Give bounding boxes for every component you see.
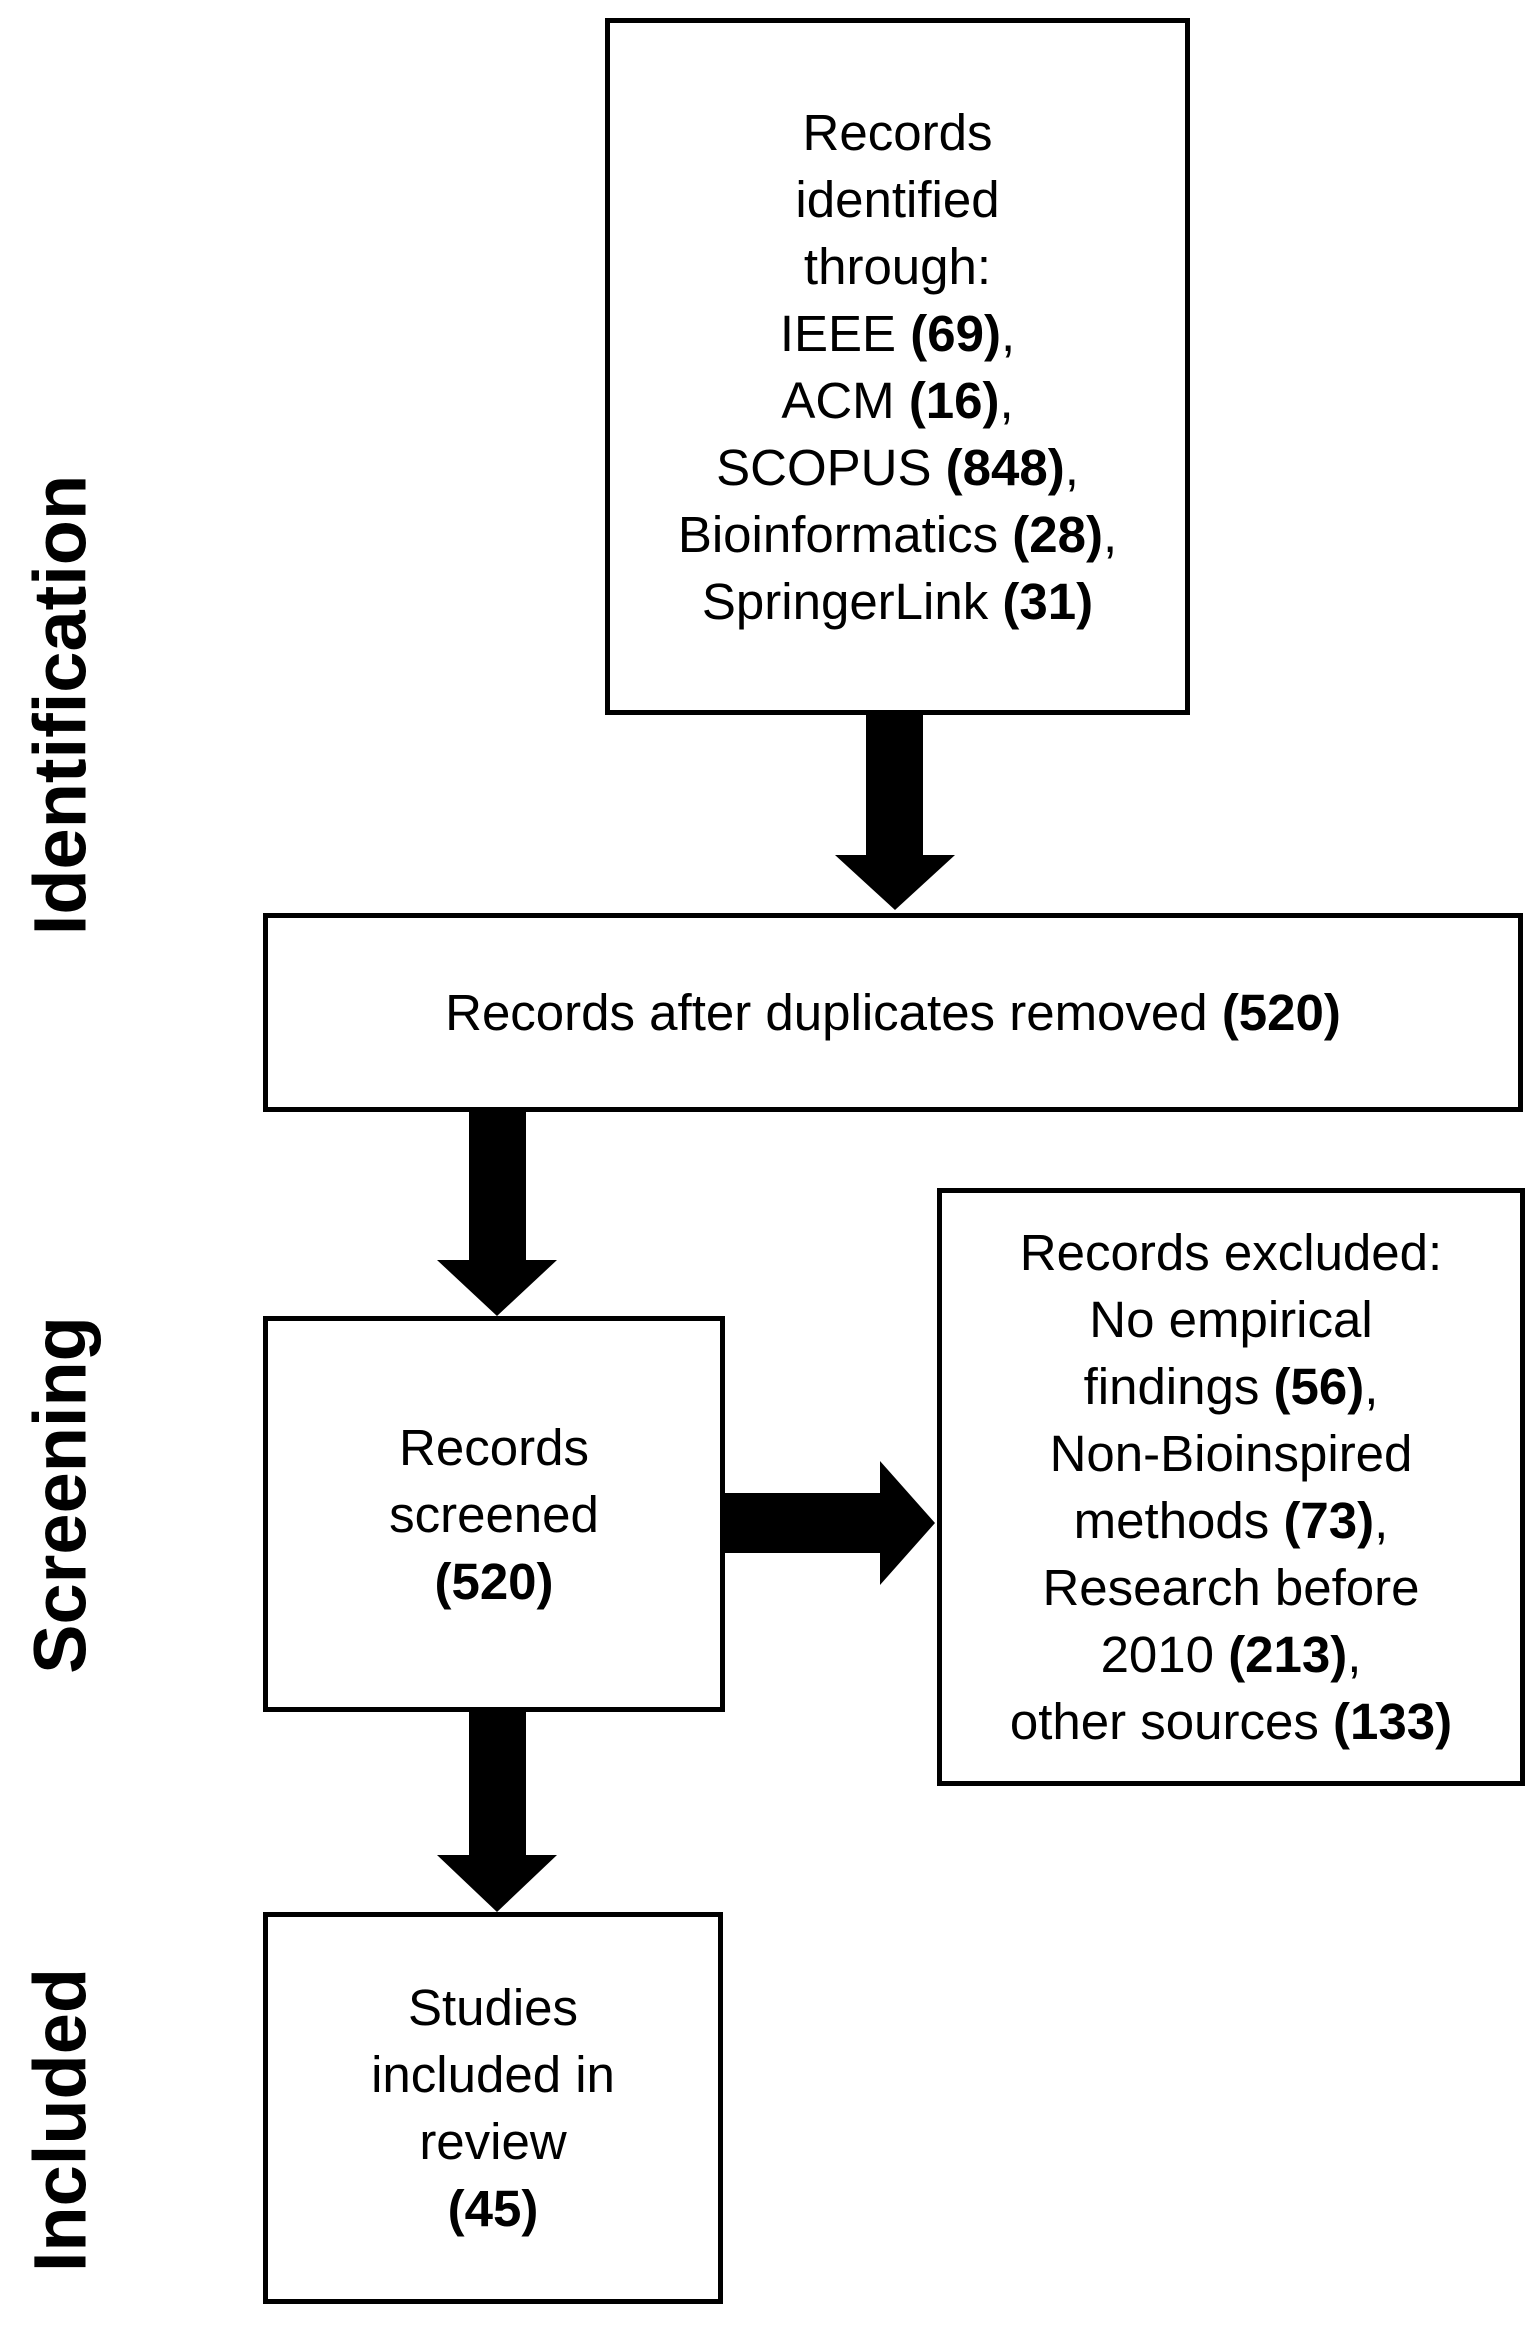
identified-line: through:: [803, 237, 992, 295]
identified-line-ieee: IEEE (69),: [779, 304, 1016, 362]
arrow-right-excluded: [725, 1461, 935, 1585]
included-count: (45): [447, 2180, 539, 2237]
excluded-records-box: Records excluded: No empirical findings …: [937, 1188, 1525, 1786]
screened-line: screened: [389, 1485, 599, 1543]
included-line: Studies: [407, 1979, 579, 2036]
arrow-down-deduplicated: [437, 1112, 557, 1316]
excluded-line: Research before: [1042, 1559, 1420, 1616]
arrow-down-identification: [835, 715, 955, 910]
included-studies-box: Studies included in review (45): [263, 1912, 723, 2304]
identified-line-acm: ACM (16),: [781, 371, 1014, 429]
identified-line-scopus: SCOPUS (848),: [716, 438, 1079, 496]
screened-line: Records: [399, 1418, 589, 1476]
screened-records-box: Records screened (520): [263, 1316, 725, 1712]
excluded-line: No empirical: [1089, 1291, 1373, 1348]
identified-line: Records: [802, 103, 993, 161]
identified-line-springerlink: SpringerLink (31): [701, 572, 1094, 630]
deduplicated-records-box: Records after duplicates removed (520): [263, 913, 1523, 1112]
included-line: review: [419, 2113, 567, 2170]
identified-line-bioinformatics: Bioinformatics (28),: [677, 505, 1118, 563]
arrow-down-screened: [437, 1712, 557, 1912]
screened-count: (520): [434, 1552, 554, 1610]
identified-records-box: Records identified through: IEEE (69), A…: [605, 18, 1190, 715]
excluded-line: other sources (133): [1009, 1693, 1453, 1750]
identified-line: identified: [795, 170, 1000, 228]
deduplicated-label: Records after duplicates removed (520): [445, 984, 1341, 1041]
excluded-line: Non-Bioinspired: [1049, 1425, 1413, 1482]
deduplicated-count: (520): [1221, 984, 1341, 1041]
included-line: included in: [371, 2046, 615, 2103]
excluded-line: Records excluded:: [1019, 1224, 1443, 1281]
excluded-line: 2010 (213),: [1100, 1626, 1362, 1683]
excluded-line: findings (56),: [1083, 1358, 1379, 1415]
excluded-line: methods (73),: [1073, 1492, 1389, 1549]
